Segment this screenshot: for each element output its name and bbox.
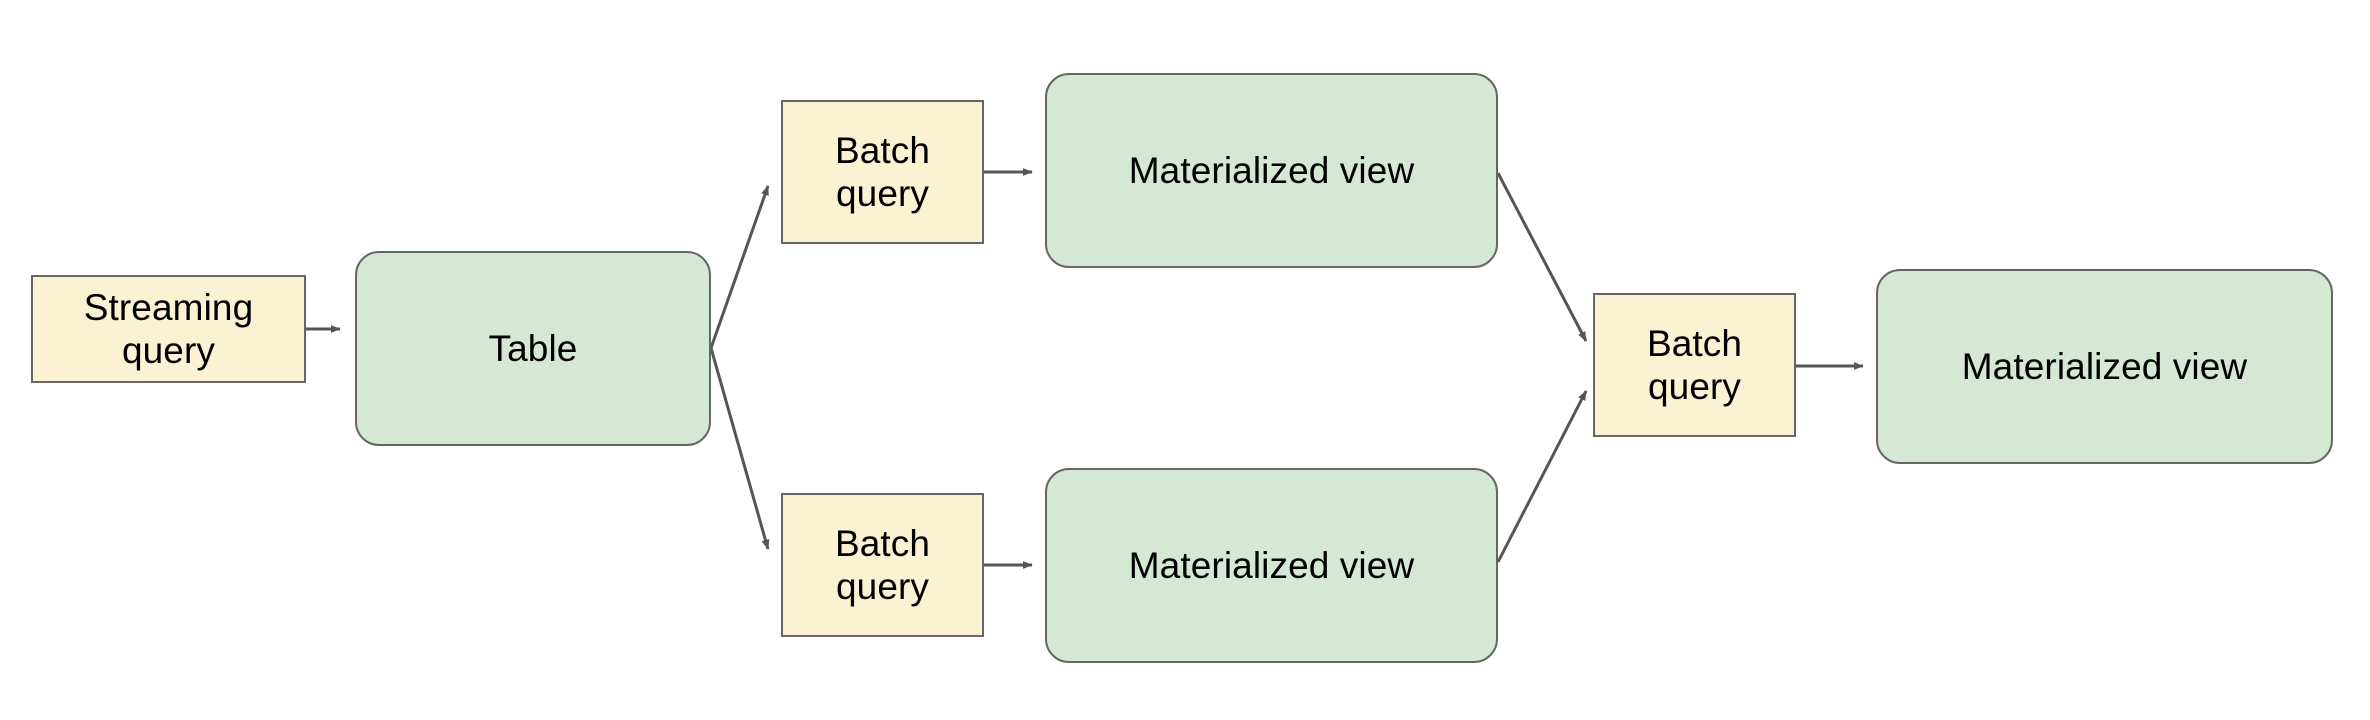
edge-table-to-batch-top <box>709 185 770 349</box>
node-batch-query-top[interactable]: Batch query <box>781 100 984 244</box>
node-label: Batch query <box>834 129 931 214</box>
edge-table-to-batch-bottom <box>709 347 770 550</box>
node-batch-query-bottom[interactable]: Batch query <box>781 493 984 637</box>
node-label: Table <box>488 327 578 369</box>
node-materialized-view-top[interactable]: Materialized view <box>1045 73 1498 268</box>
node-label: Materialized view <box>1128 544 1415 586</box>
node-batch-query-join[interactable]: Batch query <box>1593 293 1796 437</box>
node-label: Batch query <box>1646 322 1743 407</box>
node-materialized-view-bottom[interactable]: Materialized view <box>1045 468 1498 663</box>
edge-mv-top-to-batch-join <box>1496 172 1588 342</box>
node-label: Materialized view <box>1961 345 2248 387</box>
node-label: Streaming query <box>83 286 254 371</box>
edge-mv-bottom-to-batch-join <box>1496 390 1588 563</box>
node-table[interactable]: Table <box>355 251 711 446</box>
node-label: Batch query <box>834 522 931 607</box>
node-label: Materialized view <box>1128 149 1415 191</box>
node-materialized-view-final[interactable]: Materialized view <box>1876 269 2333 464</box>
node-streaming-query[interactable]: Streaming query <box>31 275 306 383</box>
